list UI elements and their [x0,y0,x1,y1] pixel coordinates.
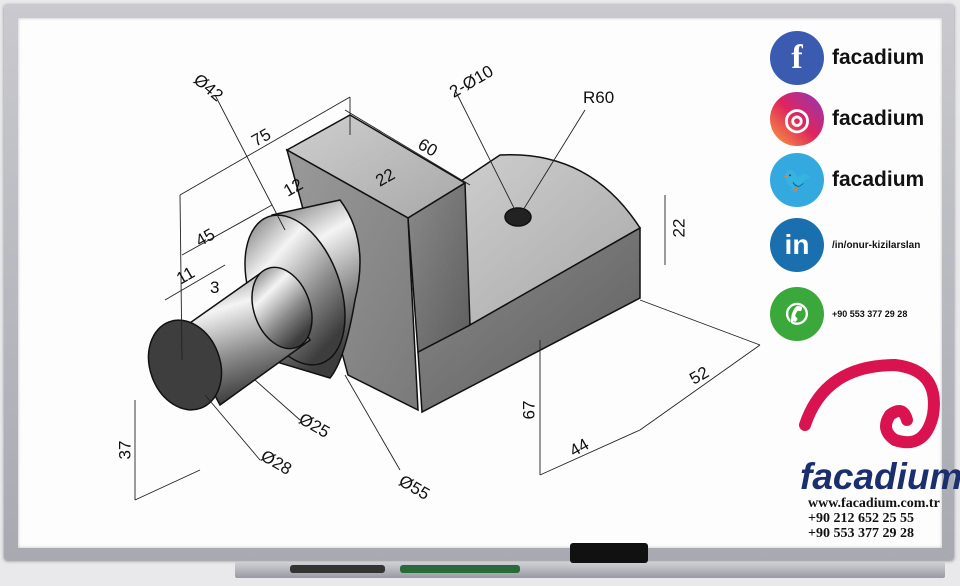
facebook-icon: f [770,31,824,85]
linkedin-icon: in [770,218,824,272]
brand-name: facadium [800,456,960,497]
shaft-cylinder [147,266,313,411]
facadium-swirl-logo [799,358,940,449]
twitter-icon: 🐦 [770,153,824,207]
dim-22-right: 22 [669,218,689,238]
social-facebook[interactable]: f facadium [770,31,924,85]
linkedin-label: /in/onur-kizilarslan [832,239,921,251]
marker-black [290,565,385,573]
dimension-lines [134,89,761,501]
whatsapp-label: +90 553 377 29 28 [832,309,908,319]
social-twitter[interactable]: 🐦 facadium [770,153,924,207]
whatsapp-icon: ✆ [770,287,824,341]
instagram-icon: ◎ [770,92,824,146]
social-linkedin[interactable]: in /in/onur-kizilarslan [770,218,920,272]
dim-3: 3 [210,278,220,297]
social-whatsapp[interactable]: ✆ +90 553 377 29 28 [770,287,907,341]
marker-green [400,565,520,573]
brand-website[interactable]: www.facadium.com.tr [808,496,940,511]
facebook-label: facadium [832,46,925,69]
markers [290,543,648,573]
brand-phone-2: +90 553 377 29 28 [808,526,914,541]
brand-phone-1: +90 212 652 25 55 [808,511,914,526]
dim-r60: R60 [583,88,615,107]
dim-67: 67 [519,400,539,420]
social-instagram[interactable]: ◎ facadium [770,92,924,146]
dim-37: 37 [115,440,135,460]
instagram-label: facadium [832,107,925,130]
twitter-label: facadium [832,168,925,191]
base-block [417,153,642,414]
eraser [570,543,648,563]
